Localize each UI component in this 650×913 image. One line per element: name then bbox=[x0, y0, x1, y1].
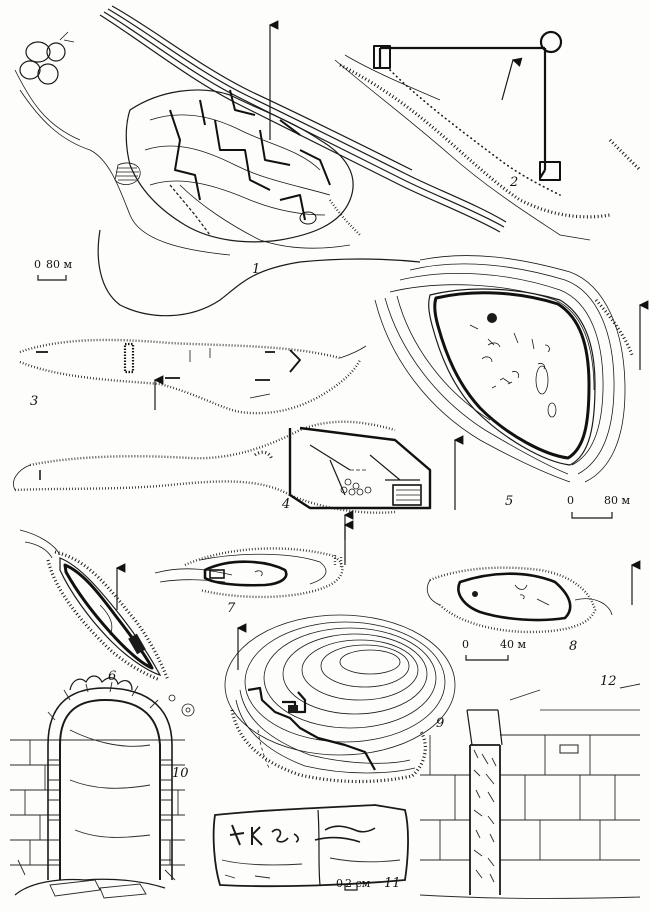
fig-5-site-plan bbox=[374, 255, 649, 483]
scale-bar-d bbox=[344, 885, 358, 891]
figure-number-10: 10 bbox=[172, 766, 189, 781]
fig-9-site-plan bbox=[224, 614, 456, 784]
scale-a-zero: 0 bbox=[34, 258, 41, 271]
scale-d-zero: 0 bbox=[336, 877, 343, 890]
figure-number-2: 2 bbox=[510, 175, 519, 190]
fig-12-drawing bbox=[419, 683, 641, 899]
fig-10-drawing bbox=[10, 675, 185, 899]
fig-4-site-plan bbox=[13, 420, 464, 540]
figure-number-8: 8 bbox=[569, 639, 578, 654]
fig-3-site-plan bbox=[19, 338, 367, 415]
scale-bar-c bbox=[465, 655, 509, 661]
figure-number-9: 9 bbox=[436, 716, 445, 731]
figure-number-4: 4 bbox=[282, 497, 291, 512]
figure-number-5: 5 bbox=[505, 494, 514, 509]
scale-c-value: 40 м bbox=[500, 638, 527, 651]
figure-number-12: 12 bbox=[600, 674, 617, 689]
fig-8-site-plan bbox=[426, 560, 641, 634]
scale-b-value: 80 м bbox=[604, 494, 631, 507]
fig-11-drawing bbox=[212, 804, 409, 888]
scale-c-zero: 0 bbox=[462, 638, 469, 651]
fig-6-site-plan bbox=[19, 529, 195, 717]
figure-number-6: 6 bbox=[108, 669, 117, 684]
scale-bar-b bbox=[571, 512, 613, 519]
scale-d-value: 2 см bbox=[345, 877, 371, 890]
scale-a-value: 80 м bbox=[46, 258, 73, 271]
fig-1-site-plan bbox=[14, 5, 507, 317]
figure-number-1: 1 bbox=[252, 262, 261, 277]
fig-2-site-plan bbox=[334, 30, 642, 241]
scale-b-zero: 0 bbox=[567, 494, 574, 507]
figure-number-7: 7 bbox=[227, 601, 236, 616]
fig-7-site-plan bbox=[154, 520, 354, 599]
figure-number-3: 3 bbox=[30, 394, 39, 409]
figure-number-11: 11 bbox=[384, 876, 401, 891]
scale-bar-a bbox=[37, 275, 67, 281]
